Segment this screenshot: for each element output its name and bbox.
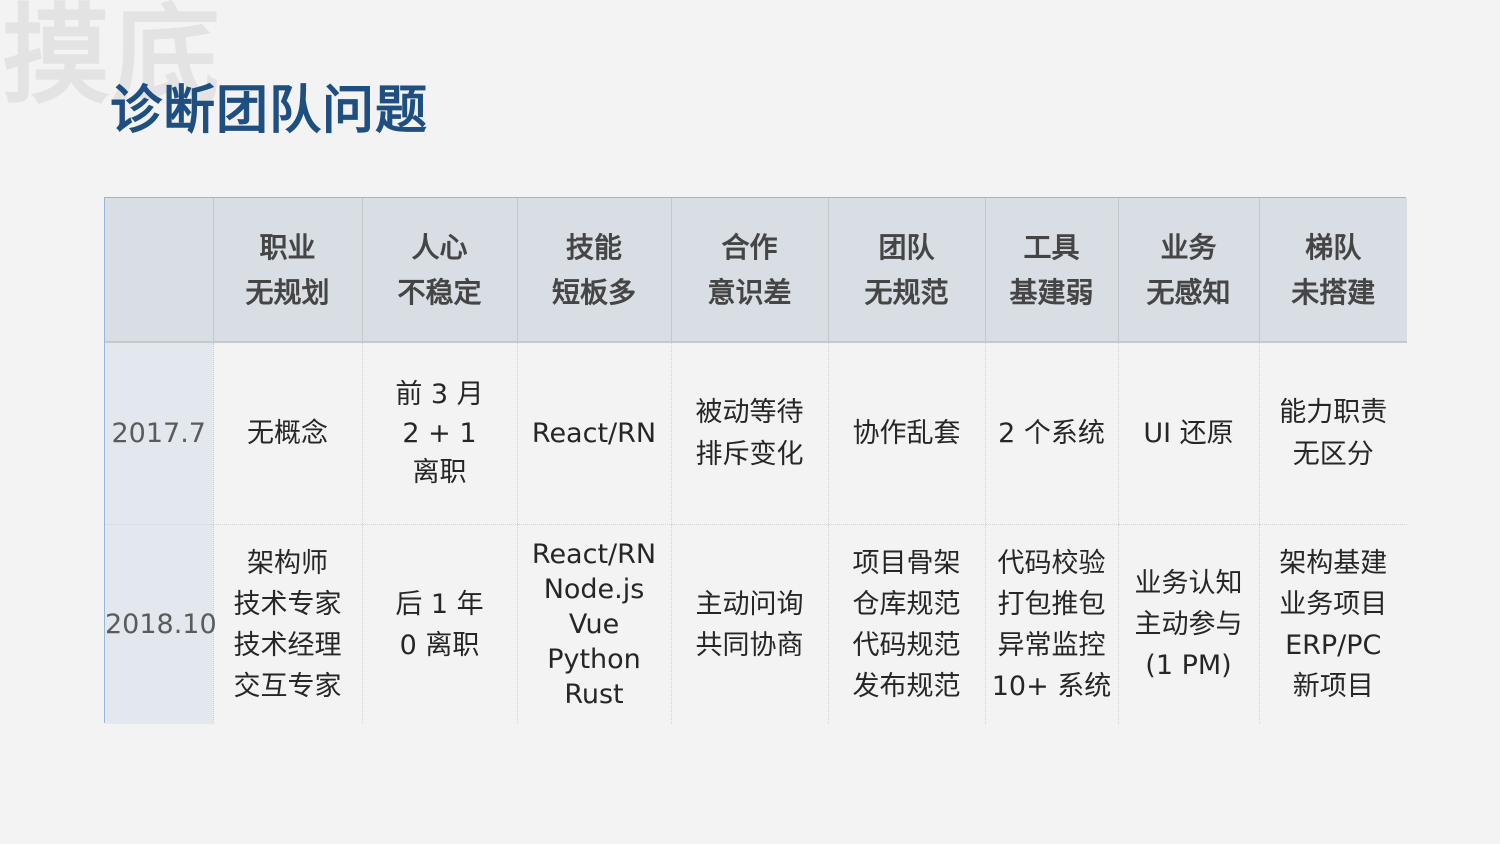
table-row: 2017.7 无概念 前 3 月 2 + 1 离职 React/RN 被动等待 … xyxy=(105,342,1407,525)
header-tooling: 工具 基建弱 xyxy=(984,198,1118,343)
header-corner xyxy=(105,198,213,343)
header-row: 职业 无规划 人心 不稳定 技能 短板多 合作 意识差 团队 无规范 工具 基建… xyxy=(105,198,1407,343)
table-row: 2018.10 架构师 技术专家 技术经理 交互专家 后 1 年 0 离职 Re… xyxy=(105,524,1407,724)
diagnosis-table: 职业 无规划 人心 不稳定 技能 短板多 合作 意识差 团队 无规范 工具 基建… xyxy=(104,197,1407,724)
row-year: 2018.10 xyxy=(105,524,217,724)
table-cell: 协作乱套 xyxy=(827,342,985,525)
table-cell: UI 还原 xyxy=(1117,342,1259,525)
header-skills: 技能 短板多 xyxy=(516,198,671,343)
header-succession: 梯队 未搭建 xyxy=(1258,198,1407,343)
header-morale: 人心 不稳定 xyxy=(361,198,517,343)
slide-title: 诊断团队问题 xyxy=(110,81,429,141)
table-cell: React/RN xyxy=(516,342,671,525)
table-cell: 代码校验 打包推包 异常监控 10+ 系统 xyxy=(984,524,1118,724)
table-cell: 能力职责 无区分 xyxy=(1258,342,1407,525)
table-cell: 无概念 xyxy=(212,342,362,525)
table-cell: 项目骨架 仓库规范 代码规范 发布规范 xyxy=(827,524,985,724)
table-cell: 前 3 月 2 + 1 离职 xyxy=(361,342,517,525)
row-year: 2017.7 xyxy=(105,342,214,525)
header-team-standards: 团队 无规范 xyxy=(827,198,985,343)
table-cell: 架构师 技术专家 技术经理 交互专家 xyxy=(212,524,362,724)
table-cell: 被动等待 排斥变化 xyxy=(670,342,828,525)
header-business: 业务 无感知 xyxy=(1117,198,1259,343)
table-cell: 架构基建 业务项目 ERP/PC 新项目 xyxy=(1258,524,1407,724)
table-cell: 业务认知 主动参与 (1 PM) xyxy=(1117,524,1259,724)
watermark-text: 摸底 xyxy=(2,0,223,119)
table-cell: 主动问询 共同协商 xyxy=(670,524,828,724)
header-career: 职业 无规划 xyxy=(212,198,362,343)
table-cell: 2 个系统 xyxy=(984,342,1118,525)
table-cell: React/RN Node.js Vue Python Rust xyxy=(516,524,671,724)
header-cooperation: 合作 意识差 xyxy=(670,198,828,343)
table-cell: 后 1 年 0 离职 xyxy=(361,524,517,724)
